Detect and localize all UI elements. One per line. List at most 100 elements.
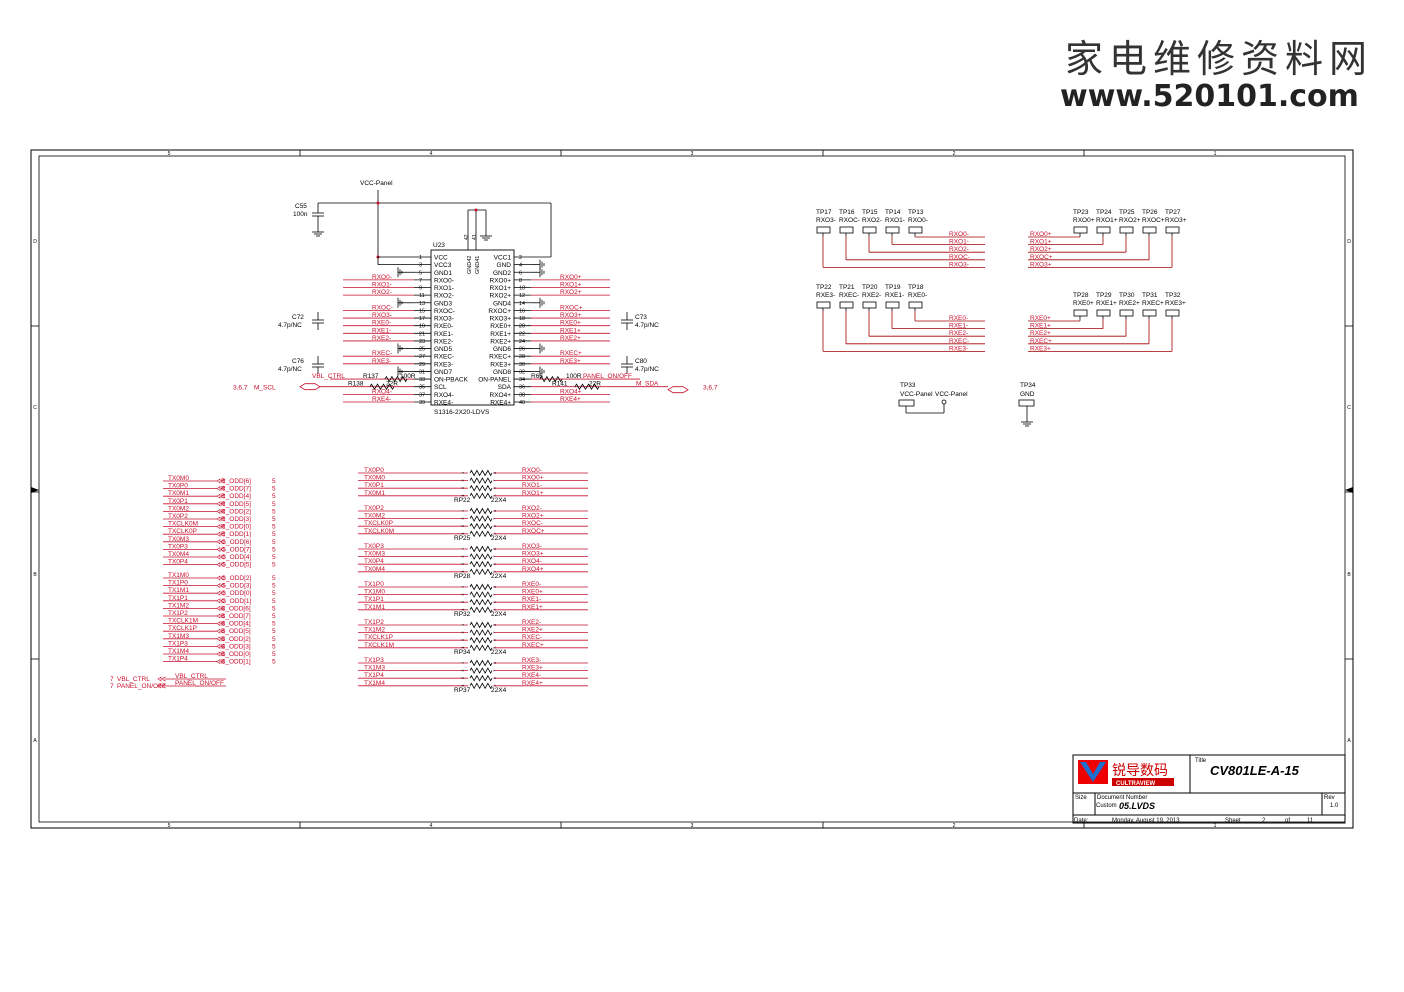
tp-net: RXOC+ [1142,217,1165,224]
pin-number: 38 [519,392,525,398]
pin-name: RXE4+ [490,399,511,406]
pack-resistor [469,477,493,484]
sheet-ref: 5 [272,575,276,582]
signal-label: TX1M3 [364,665,385,672]
net-label: RXE4- [522,672,541,679]
pin-number: 2 [460,631,465,634]
res-value: 100R [400,373,416,380]
pin-name: RXO2+ [490,293,512,300]
pin-number: 7 [492,669,497,672]
pin-number: 5 [492,494,497,497]
logo-chinese: 锐导数码 [1112,762,1168,778]
cap-value: 4.7p/NC [278,322,302,329]
port-label: B_ODD[2] [221,636,251,643]
net-label: RXO0- [372,274,392,281]
net-label: RXE3+ [522,665,543,672]
signal-label: TX0M3 [364,551,385,558]
net-label: VBL_CTRL [175,673,208,680]
tp-ref: TP26 [1142,209,1158,216]
sheet-ref: 5 [272,590,276,597]
pack-resistor [469,674,493,682]
pin-number: 11 [419,293,425,299]
port-arrow-icon [216,554,225,560]
sheet-ref: 7 [110,676,114,683]
port-arrow-icon [216,583,225,589]
r137-resistor [384,375,408,383]
pin-number: 21 [419,331,425,337]
sheet-ref: 5 [272,636,276,643]
c55-capacitor [312,212,324,217]
pin-number: 2 [460,555,465,558]
test-point-pad [1142,309,1157,317]
sheet-ref: 5 [272,613,276,620]
sheet-ref: 5 [272,621,276,628]
pack-ref: RP28 [454,573,471,580]
pin-number: 20 [519,324,525,330]
ground-icon [539,297,545,308]
pin-number: 2 [519,255,522,261]
sheet-label: Sheet [1225,818,1241,824]
signal-label: TX1M1 [364,604,385,611]
pack-resistor [469,507,493,515]
pin-number: 3 [460,676,465,679]
date-value: Monday, August 19, 2013 [1112,818,1180,824]
doc-number-label: Document Number [1097,795,1147,801]
date-label: Date: [1074,818,1089,824]
pin-number: 6 [492,676,497,679]
port-arrow-icon [216,508,225,514]
port-arrow-icon [216,501,225,507]
panel-on-label: PANEL_ON/OFF [583,373,632,380]
pin-name: GND8 [493,369,511,376]
test-point-pad [1119,226,1134,234]
pin-name: VCC1 [494,255,512,262]
net-label: RXE3- [949,345,968,352]
sheet-ref: 5 [272,643,276,650]
pin-number: 8 [492,623,497,626]
pack-resistor [469,644,493,652]
pin-name: GND42 [467,256,473,274]
sheet-ref: 7 [110,683,114,690]
net-label: VBL_CTRL [117,676,150,683]
signal-label: TXCLK1M [168,618,198,625]
signal-label: TX1P3 [168,640,188,647]
column-marker: 3 [691,151,694,157]
row-marker: A [33,738,37,744]
connector-body [430,249,515,406]
pin-name: ON-PBACK [434,377,469,384]
port-arrow-icon [216,575,225,581]
signal-label: TX0P1 [168,498,188,505]
row-marker: C [33,405,37,411]
pin-number: 30 [519,362,525,368]
column-marker: 4 [430,823,433,829]
pin-number: 4 [519,263,522,269]
signal-label: TX0P0 [364,467,384,474]
net-label: RXO3- [372,312,392,319]
side-capacitor [621,363,633,368]
net-label: RXO3+ [1030,261,1052,268]
tp-net: RXE2+ [1119,300,1140,307]
signal-label: TX0M0 [168,475,189,482]
port-arrow-icon [216,636,225,642]
pin-name: VCC [434,255,448,262]
pin-number: 3 [419,263,422,269]
signal-label: TX0M4 [364,566,385,573]
net-label: RXE0+ [522,589,543,596]
net-label: RXE4+ [522,680,543,687]
pin-number: 17 [419,316,425,322]
pin-name: SDA [498,384,512,391]
pin-number: 7 [492,593,497,596]
port-label: R_ODD[0] [221,524,251,531]
port-label: R_ODD[3] [221,516,251,523]
pack-resistor [469,598,493,606]
pin-name: RXE3+ [490,361,511,368]
signal-label: TX1P2 [364,619,384,626]
pin-number: 8 [492,509,497,512]
net-label: RXO3- [949,261,969,268]
res-value: 22R [386,381,398,388]
port-arrow-icon [216,590,225,596]
pack-ref: RP25 [454,535,471,542]
signal-label: TXCLK1P [168,625,197,632]
pin-number: 7 [492,517,497,520]
net-label: RXOC- [949,254,970,261]
